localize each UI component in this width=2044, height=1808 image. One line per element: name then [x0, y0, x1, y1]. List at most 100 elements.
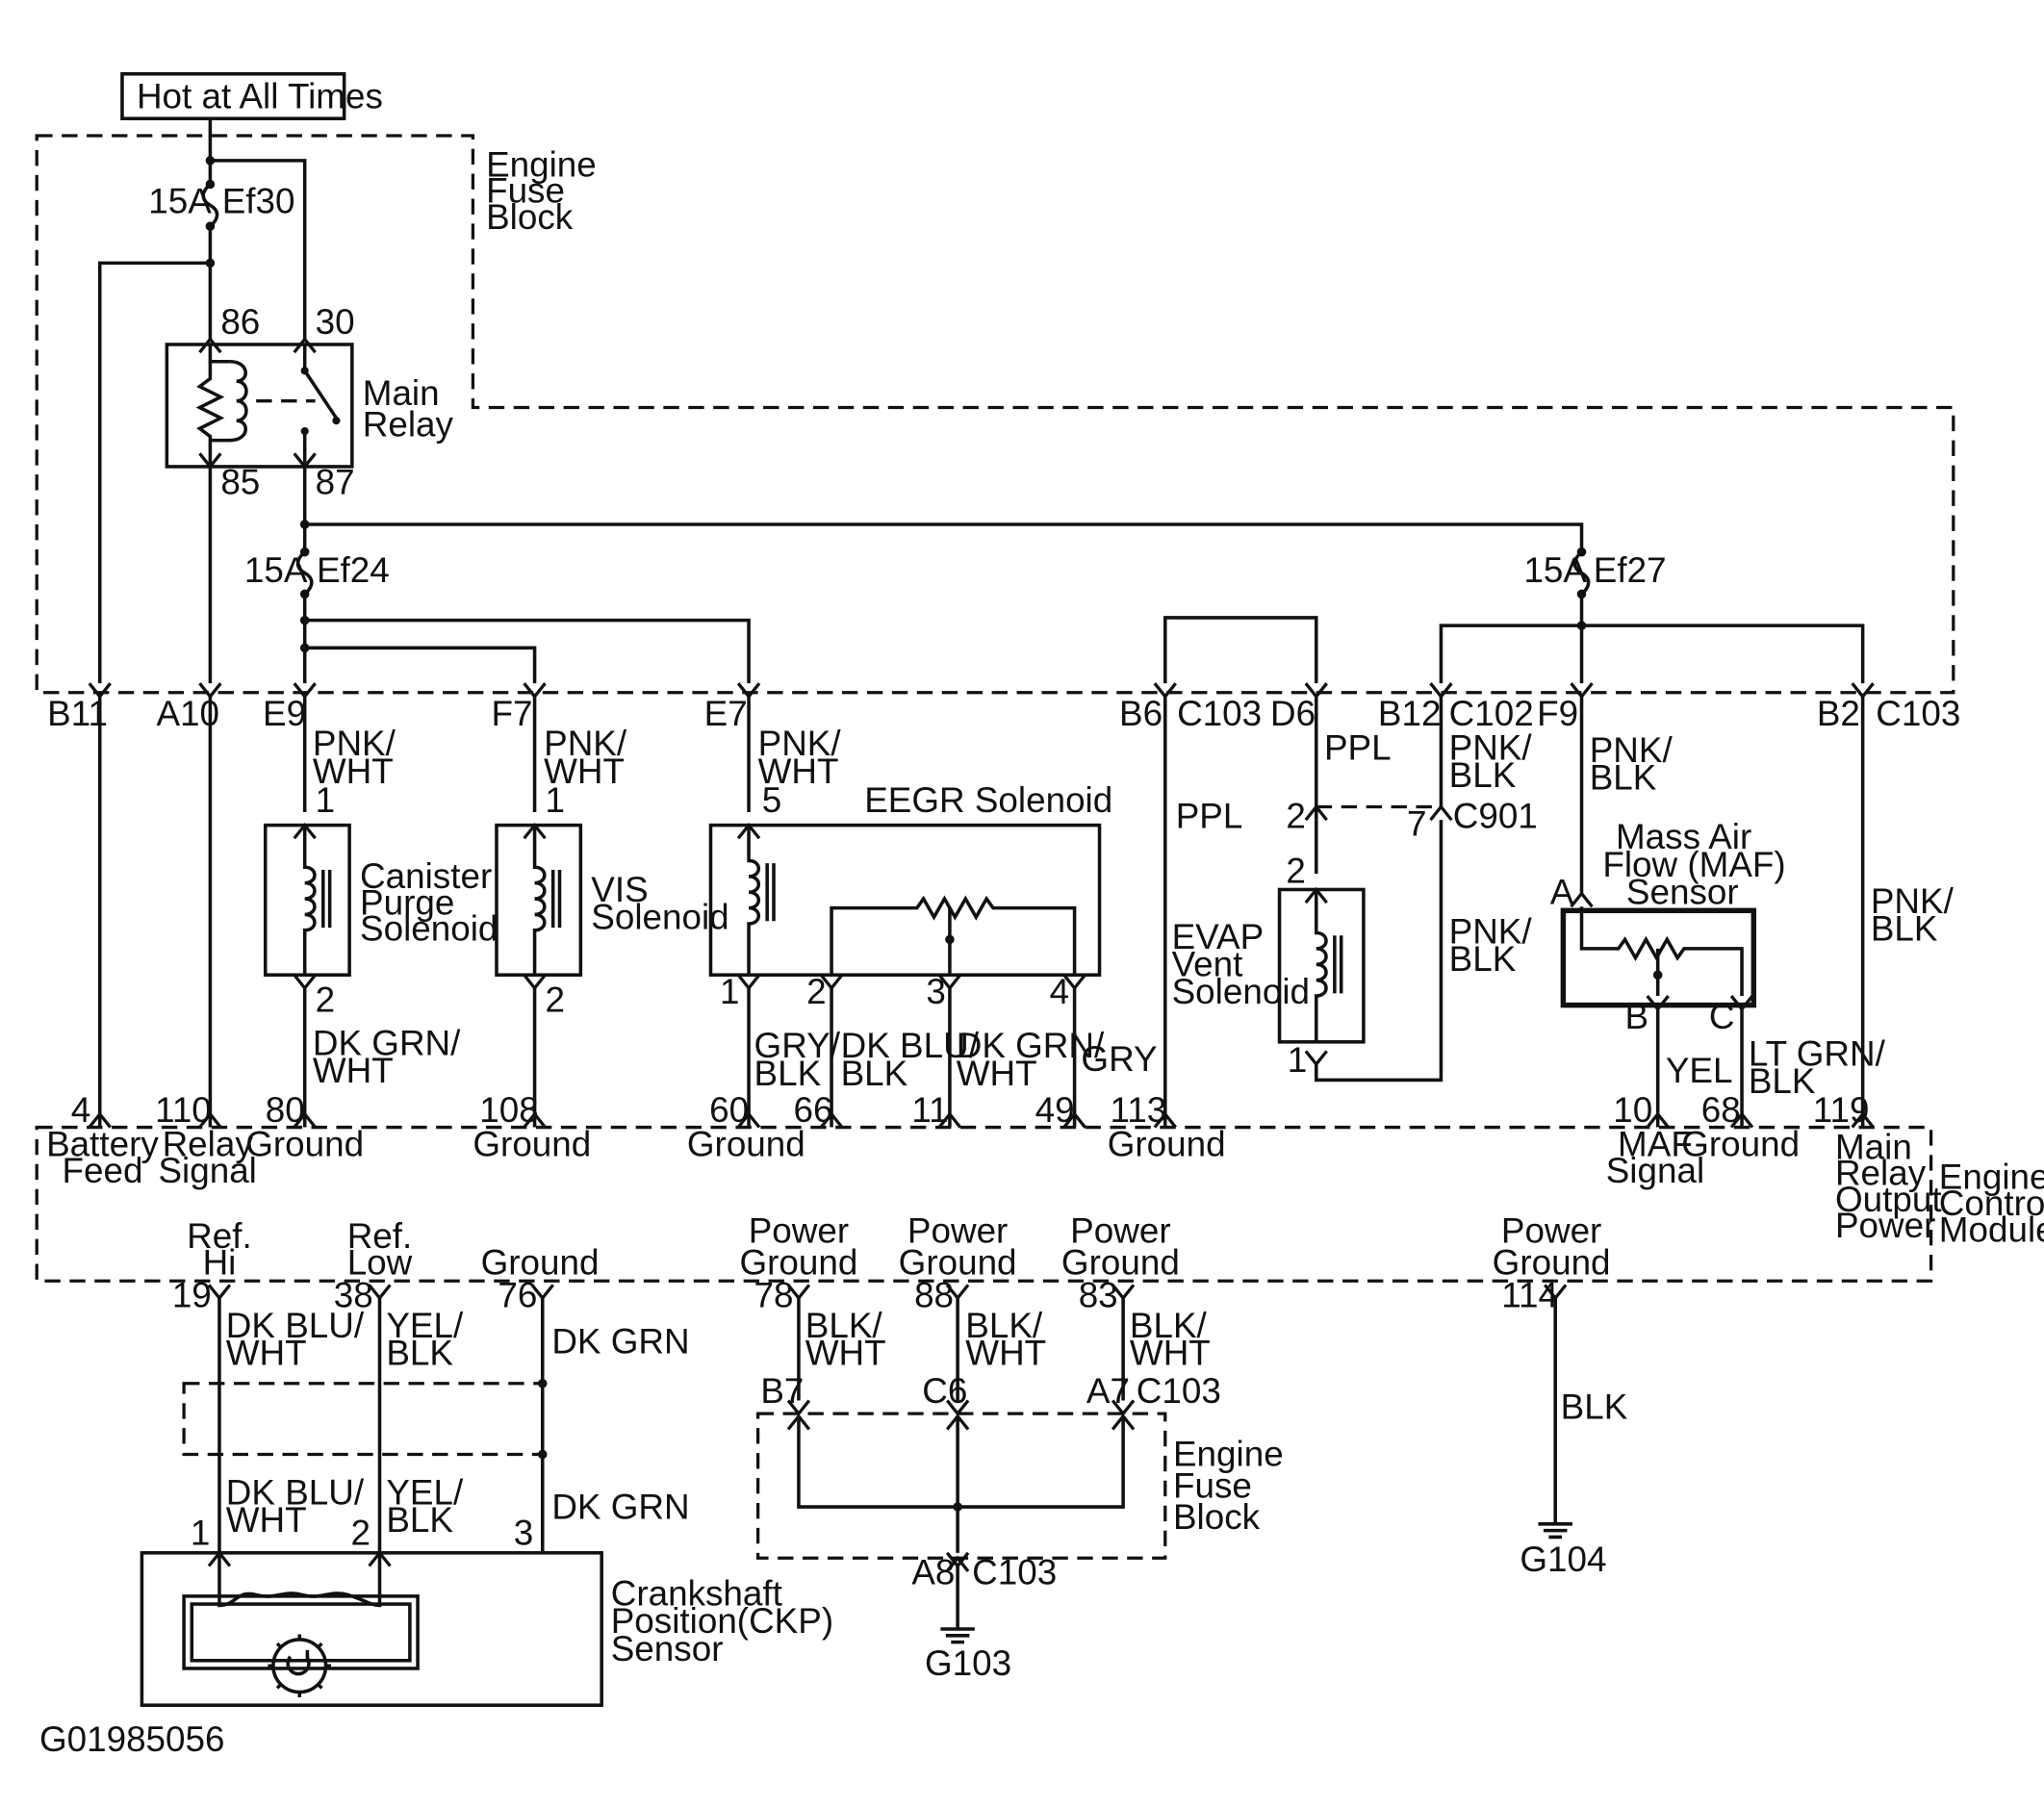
- ecm-pin-108: 108: [479, 1090, 538, 1130]
- vis-coil: [532, 825, 547, 976]
- ecm-sig-8-l2: Relay: [1835, 1154, 1927, 1193]
- conn-b2: B2: [1817, 694, 1860, 733]
- conn-a8: A8: [911, 1553, 955, 1592]
- wire-38b-line2: BLK: [386, 1500, 453, 1540]
- ecm-pin-19: 19: [172, 1276, 212, 1315]
- wire-e9-line1: PNK/: [313, 724, 396, 763]
- ecm-ground-76: Ground: [481, 1242, 600, 1282]
- fuse-ef30-symbol: [201, 183, 219, 228]
- title: Hot at All Times: [137, 76, 383, 115]
- wire-f7-line2: WHT: [544, 751, 625, 791]
- maf-label-3: Sensor: [1626, 872, 1739, 911]
- canister-purge-solenoid-box: [263, 823, 351, 977]
- ground-g103-label: G103: [925, 1643, 1011, 1683]
- wire-f7-label: PNK/ WHT: [544, 724, 627, 791]
- evap-pin-2-top: 2: [1286, 796, 1305, 835]
- wire-19-label-top: DK BLU/ WHT: [226, 1306, 365, 1373]
- ecm-sig-13-l2: Ground: [899, 1242, 1017, 1282]
- relay-label-2: Relay: [363, 405, 454, 445]
- evap-vent-solenoid-label: EVAP Vent Solenoid: [1172, 917, 1310, 1011]
- engine-fuse-block-outline: [35, 134, 1955, 695]
- wire-60-line1: GRY/: [754, 1026, 841, 1065]
- fuse-ef30-name: Ef30: [222, 181, 295, 220]
- maf-pin-b: B: [1625, 997, 1649, 1036]
- maf-label-1: Mass Air: [1616, 817, 1751, 856]
- fuse-block-connectors: [88, 682, 1875, 700]
- wire-c901-line1: PNK/: [1449, 911, 1533, 951]
- evap-pin-2: 2: [1286, 852, 1305, 891]
- relay-pin-87: 87: [316, 463, 355, 502]
- eegr-pin-3: 3: [926, 972, 946, 1011]
- relay-pin-86: 86: [220, 302, 260, 342]
- ecm-ground-68: Ground: [1681, 1125, 1800, 1164]
- ecm-bottom-connectors: [207, 1284, 1568, 1301]
- wire-83-line1: BLK/: [1130, 1306, 1208, 1345]
- conn-f9: F9: [1537, 694, 1578, 733]
- maf-pin-c: C: [1709, 997, 1735, 1036]
- conn-b7: B7: [760, 1371, 804, 1411]
- fuse-ef30-amp: 15A: [148, 181, 212, 220]
- ecm-sig-9-l1: Ref.: [187, 1216, 252, 1256]
- ecm-sig-0-l1: Battery: [46, 1125, 159, 1164]
- ckp-sensor-box: [140, 1551, 603, 1707]
- wire-b6-label: PPL: [1176, 796, 1243, 835]
- wire-88-label: BLK/ WHT: [965, 1306, 1046, 1373]
- relay-label-1: Main: [363, 373, 440, 413]
- wire-66-line2: BLK: [841, 1054, 908, 1093]
- wire-114-label: BLK: [1561, 1388, 1628, 1427]
- wire-66-label: DK BLU/ BLK: [841, 1026, 980, 1093]
- canister-pin-2: 2: [316, 980, 336, 1019]
- eegr-pin-2: 2: [806, 972, 827, 1011]
- ecm-sig-6-l2: Signal: [1606, 1151, 1704, 1190]
- wire-68-line2: BLK: [1749, 1061, 1816, 1101]
- conn-c102: C102: [1449, 694, 1534, 733]
- evap-pin-1: 1: [1288, 1040, 1308, 1080]
- ecm-pin-80: 80: [266, 1090, 305, 1130]
- ckp-sensor-label: Crankshaft Position(CKP) Sensor: [611, 1573, 833, 1668]
- wire-19t-line1: DK BLU/: [226, 1306, 365, 1345]
- wire-c901-label: PNK/ BLK: [1449, 911, 1533, 979]
- wire-38t-line2: BLK: [386, 1334, 453, 1373]
- wire-38-label-bottom: YEL/ BLK: [386, 1472, 464, 1540]
- wire-80-line1: DK GRN/: [313, 1023, 461, 1062]
- evap-coil: [1314, 889, 1328, 1042]
- ground-g104-icon: [1538, 1522, 1572, 1540]
- wire-11-label: DK GRN/ WHT: [957, 1026, 1105, 1093]
- ecm-pin-49: 49: [1035, 1090, 1075, 1130]
- ecm-pin-113: 113: [1110, 1090, 1166, 1130]
- lower-fuse-block-outline: [755, 1412, 1167, 1560]
- ecm-pin-11: 11: [911, 1090, 948, 1130]
- fuse-block-bottom-line1: Engine: [1173, 1435, 1284, 1474]
- wire-78-label: BLK/ WHT: [805, 1306, 886, 1373]
- fuse-block-bottom-line2: Fuse: [1173, 1465, 1252, 1505]
- conn-c103-a: C103: [1177, 694, 1262, 733]
- ckp-label-1: Crankshaft: [611, 1573, 782, 1613]
- wire-19b-line2: WHT: [226, 1500, 307, 1540]
- conn-c6: C6: [922, 1371, 967, 1411]
- ecm-main-relay-output-power-label: Main Relay Output Power: [1835, 1127, 1942, 1245]
- ecm-sig-15-l2: Ground: [1493, 1242, 1611, 1282]
- canister-label-2: Purge: [360, 882, 454, 922]
- maf-sensor-element: [1579, 906, 1744, 997]
- fuse-ef27-name: Ef27: [1594, 550, 1667, 590]
- canister-label-3: Solenoid: [360, 909, 498, 949]
- wire-e7-line2: WHT: [758, 751, 839, 791]
- conn-e7: E7: [704, 694, 748, 733]
- wire-f7-line1: PNK/: [544, 724, 627, 763]
- vis-solenoid-label: VIS Solenoid: [591, 870, 728, 937]
- ecm-ref-hi-label: Ref. Hi: [187, 1216, 252, 1282]
- fuse-ef27-amp: 15A: [1523, 550, 1587, 590]
- wire-f9-label: PNK/ BLK: [1590, 730, 1674, 798]
- wire-83-label: BLK/ WHT: [1130, 1306, 1211, 1373]
- wire-80-line2: WHT: [313, 1051, 394, 1090]
- wire-11-line2: WHT: [957, 1054, 1037, 1093]
- ecm-power-ground-114-label: Power Ground: [1493, 1211, 1611, 1283]
- ecm-power-ground-83-label: Power Ground: [1061, 1211, 1180, 1283]
- evap-label-3: Solenoid: [1172, 972, 1310, 1011]
- vis-label-1: VIS: [591, 870, 648, 909]
- vis-solenoid-box: [495, 823, 583, 977]
- ecm-maf-signal-label: MAF Signal: [1606, 1125, 1704, 1190]
- wire-19t-line2: WHT: [226, 1334, 307, 1373]
- ecm-ground-113: Ground: [1108, 1125, 1226, 1164]
